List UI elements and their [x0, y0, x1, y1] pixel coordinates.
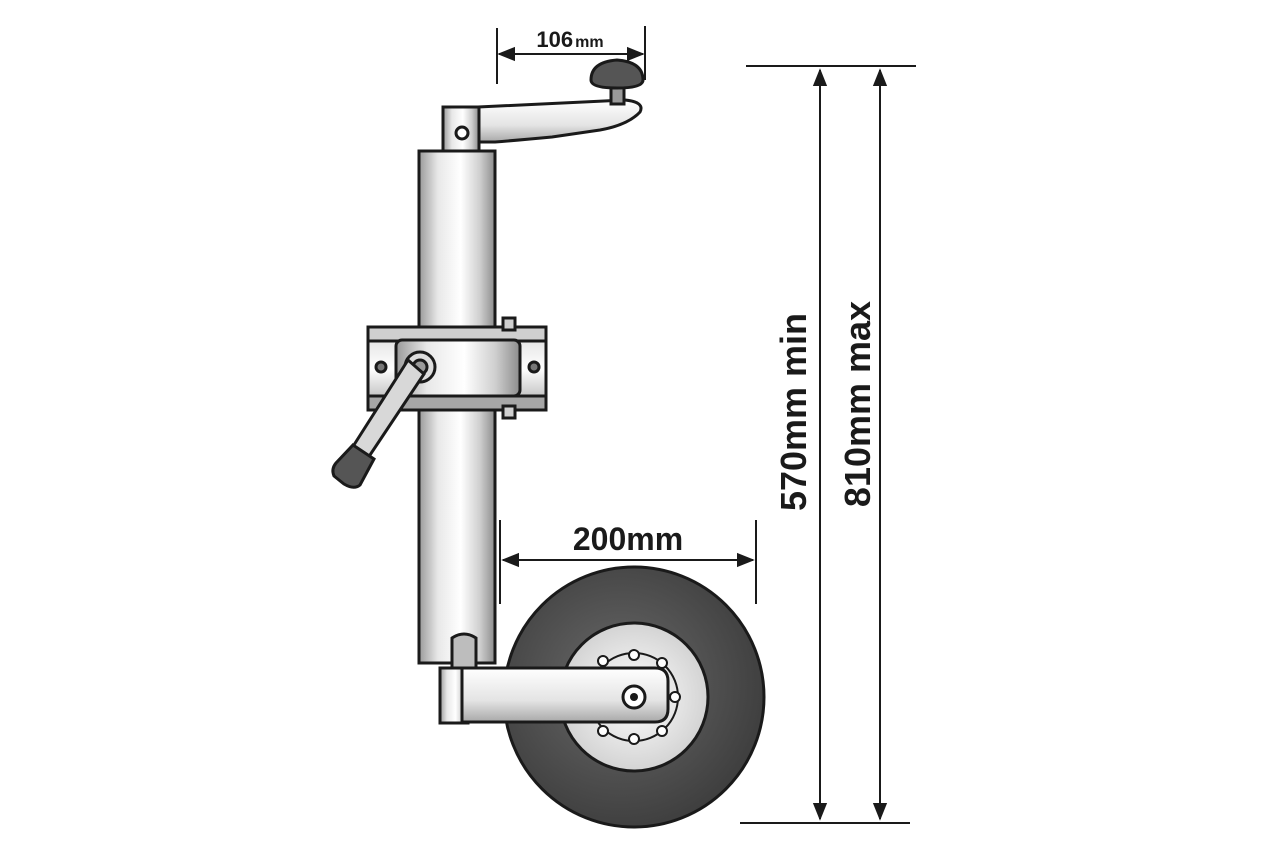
wheel-diameter-dimension: 200mm: [499, 520, 757, 604]
height-dimension-lines: [740, 65, 916, 824]
wheel-fork: [438, 632, 670, 725]
min-height-label: 570mm min: [773, 313, 814, 511]
crank-knob: [589, 58, 645, 90]
crank-handle: [441, 58, 645, 154]
handle-width-value: 106: [536, 27, 573, 52]
wheel-diameter-label: 200mm: [573, 521, 683, 557]
lever-grip: [331, 443, 376, 489]
wheel-bolts: [597, 649, 681, 745]
clamp-lever: [331, 357, 426, 489]
handle-width-unit: mm: [575, 34, 603, 51]
max-height-label: 810mm max: [837, 301, 878, 507]
